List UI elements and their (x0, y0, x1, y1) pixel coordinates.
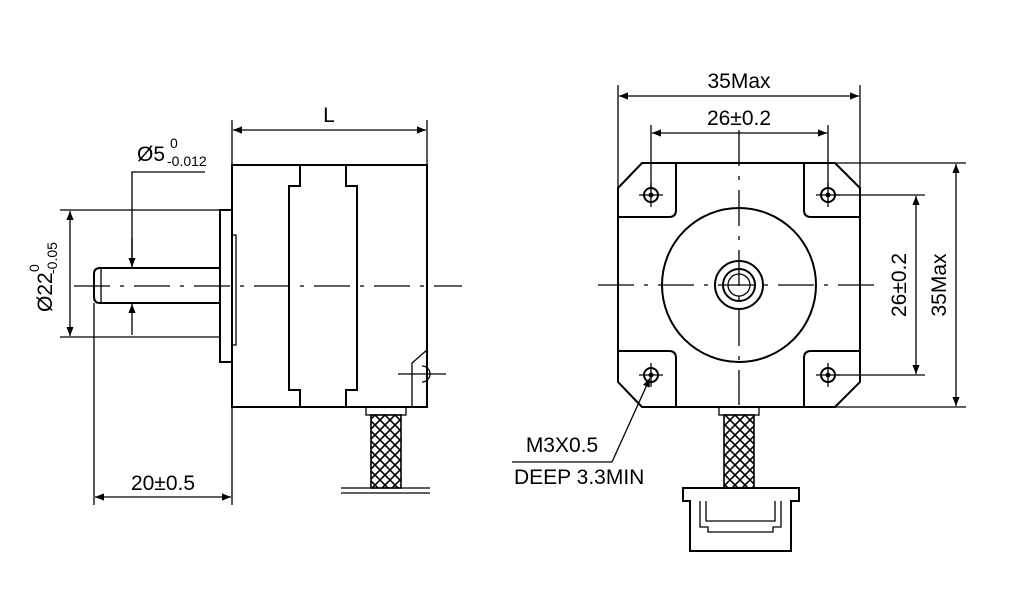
boss-diameter-upper-tol: 0 (26, 264, 42, 272)
shaft-diameter-leader (131, 171, 205, 268)
side-view: L Ø5 0 -0.012 Ø22 0 -0.05 20±0.5 (26, 104, 462, 505)
front-cable (723, 414, 755, 489)
mounting-hole-bottom-left (639, 363, 663, 387)
callout-thread: M3X0.5 (526, 434, 598, 457)
overall-width-label: 35Max (707, 70, 771, 93)
hole-spacing-horizontal-label: 26±0.2 (707, 107, 771, 130)
length-label: L (323, 104, 335, 127)
callout-depth: DEEP 3.3MIN (514, 466, 644, 489)
boss-diameter-label: Ø22 (34, 272, 57, 312)
front-view: 35Max 26±0.2 26±0.2 35Max M3X0.5 DEEP 3.… (512, 70, 966, 552)
overall-height-label: 35Max (928, 253, 951, 317)
motor-body-outline (231, 164, 428, 408)
shaft-diameter-upper-tol: 0 (170, 135, 178, 151)
boss-diameter-lower-tol: -0.05 (44, 242, 60, 274)
connector-housing (682, 487, 800, 552)
shaft-diameter-lower-tol: -0.012 (167, 153, 207, 169)
callout-leader (611, 377, 651, 463)
stator-outline (288, 165, 301, 407)
side-cable (370, 414, 402, 489)
shaft-length-label: 20±0.5 (131, 472, 195, 495)
shaft-diameter-label: Ø5 (137, 143, 165, 166)
hole-spacing-vertical-label: 26±0.2 (888, 253, 911, 317)
